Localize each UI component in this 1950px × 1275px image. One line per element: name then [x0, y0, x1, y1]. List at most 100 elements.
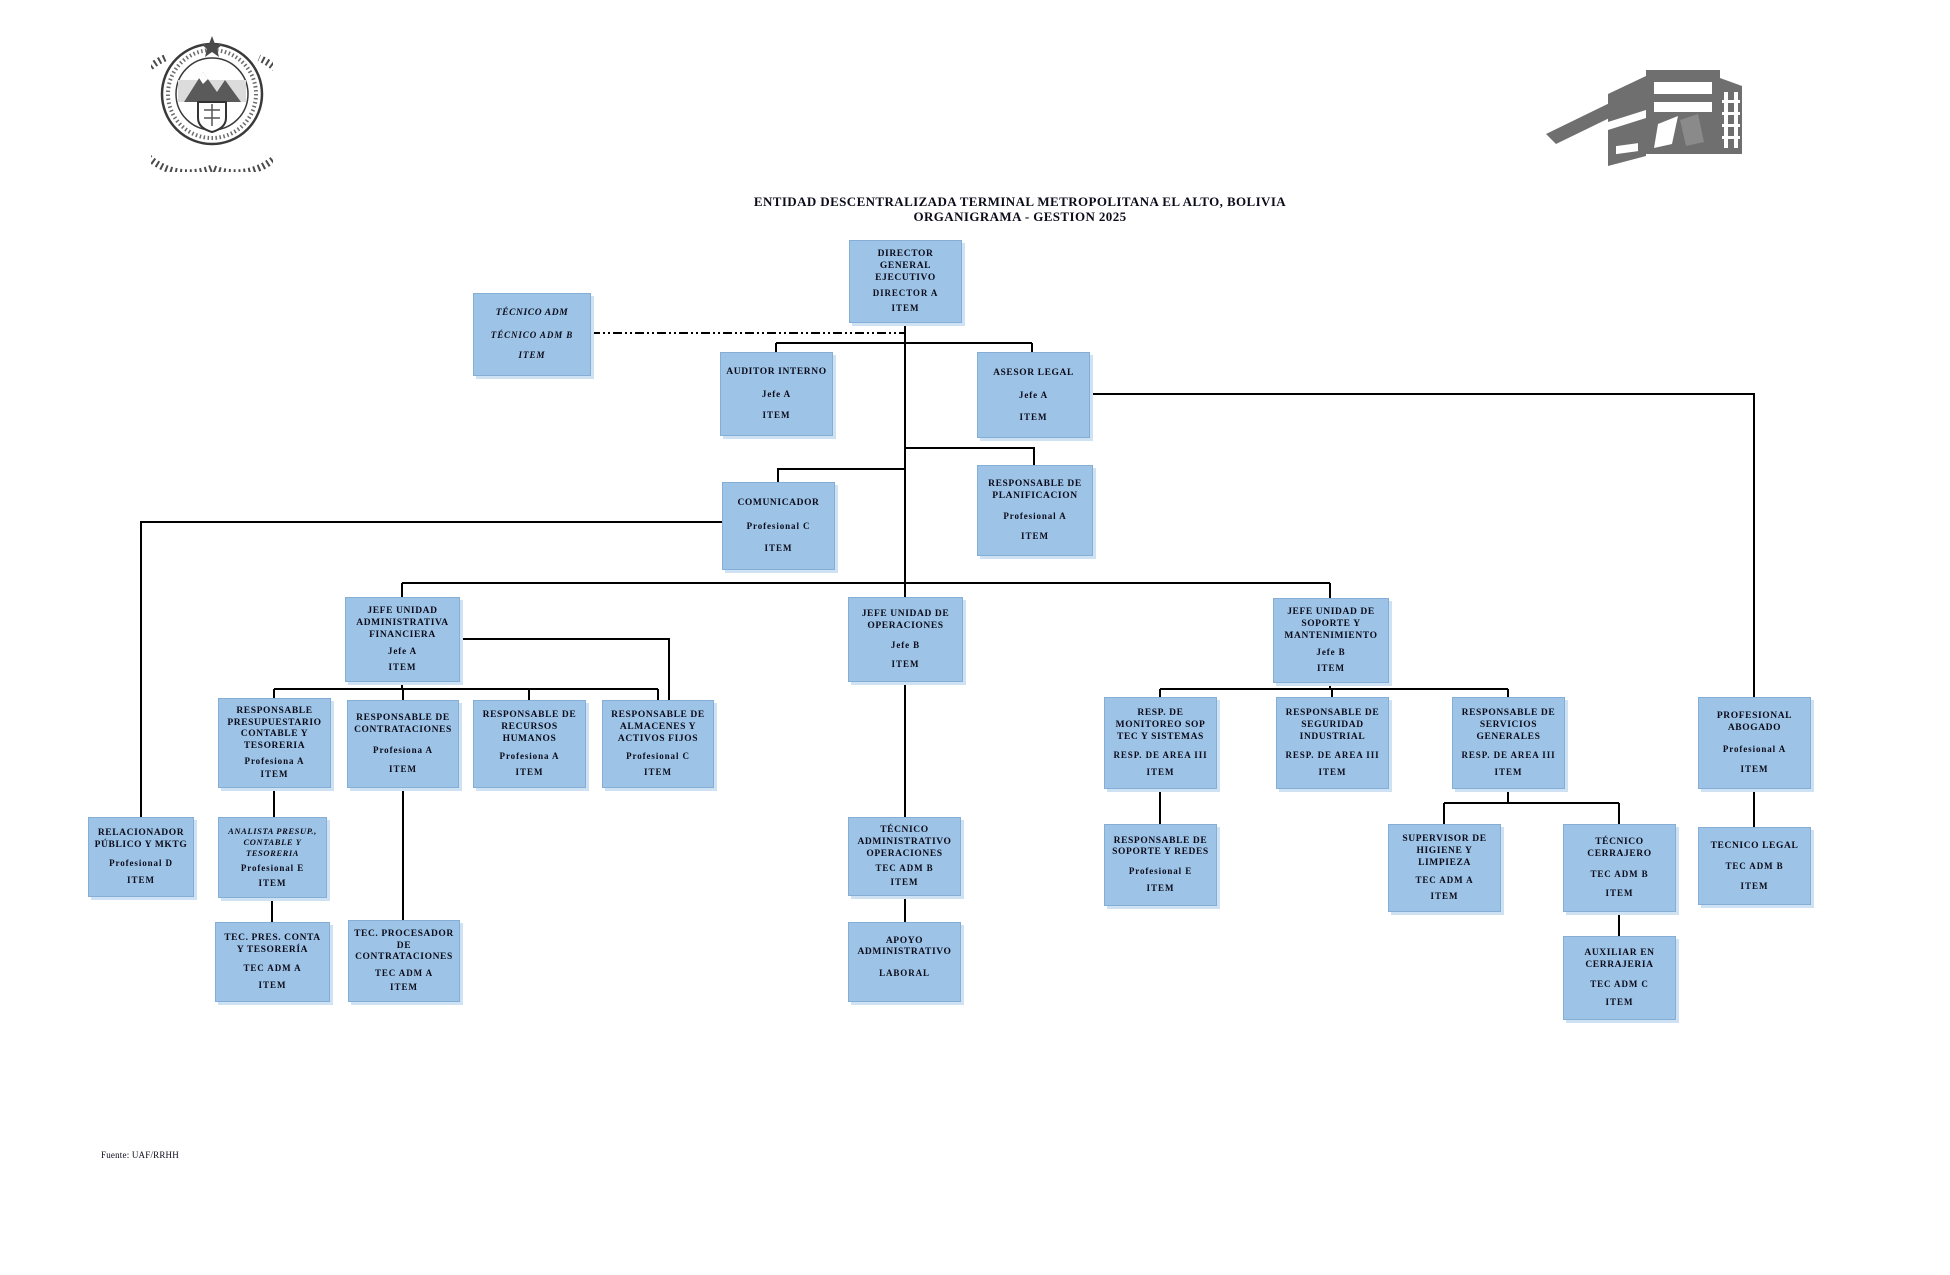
- node-item: ITEM: [1019, 411, 1048, 422]
- node-title: RESP. DE MONITOREO SOP TEC Y SISTEMAS: [1115, 708, 1206, 742]
- org-node-resp-monitoreo-sop-tec-sistemas: RESP. DE MONITOREO SOP TEC Y SISTEMAS RE…: [1104, 697, 1217, 789]
- node-item: ITEM: [389, 982, 418, 993]
- node-item: ITEM: [1430, 890, 1459, 901]
- el-alto-coat-of-arms-icon: [151, 36, 273, 172]
- node-role: RESP. DE AREA III: [1285, 749, 1380, 760]
- node-item: ITEM: [764, 543, 793, 553]
- org-node-responsable-recursos-humanos: RESPONSABLE DE RECURSOS HUMANOS Profesio…: [473, 700, 586, 788]
- node-role: Jefe B: [1316, 647, 1346, 658]
- node-role: Profesiona A: [499, 750, 560, 761]
- org-node-comunicador: COMUNICADOR Profesional C ITEM: [722, 482, 835, 570]
- org-node-tecnico-adm: TÉCNICO ADM TÉCNICO ADM B ITEM: [473, 293, 591, 376]
- org-node-responsable-soporte-redes: RESPONSABLE DE SOPORTE Y REDES Profesion…: [1104, 824, 1217, 906]
- org-node-analista-presup-contable-tesoreria: ANALISTA PRESUP., CONTABLE Y TESORERIA P…: [218, 817, 327, 898]
- node-item: ITEM: [1740, 880, 1769, 891]
- node-item: ITEM: [388, 763, 417, 774]
- node-role: RESP. DE AREA III: [1113, 749, 1208, 760]
- org-node-jefe-unidad-operaciones: JEFE UNIDAD DE OPERACIONES Jefe B ITEM: [848, 597, 963, 682]
- org-node-tec-pres-conta-tesoreria: TEC. PRES. CONTA Y TESORERÍA TEC ADM A I…: [215, 922, 330, 1002]
- node-item: ITEM: [518, 350, 546, 361]
- org-node-auxiliar-cerrajeria: AUXILIAR EN CERRAJERIA TEC ADM C ITEM: [1563, 936, 1676, 1020]
- node-role: TEC ADM B: [875, 863, 934, 874]
- node-title: ASESOR LEGAL: [993, 367, 1074, 378]
- org-node-jefe-unidad-soporte-mantenimiento: JEFE UNIDAD DE SOPORTE Y MANTENIMIENTO J…: [1273, 598, 1389, 683]
- node-title: AUDITOR INTERNO: [726, 367, 827, 378]
- node-role: Profesional D: [109, 857, 173, 868]
- org-node-profesional-abogado: PROFESIONAL ABOGADO Profesional A ITEM: [1698, 697, 1811, 789]
- node-item: ITEM: [891, 303, 920, 314]
- org-node-jefe-unidad-administrativa-financiera: JEFE UNIDAD ADMINISTRATIVA FINANCIERA Je…: [345, 597, 460, 682]
- org-node-auditor-interno: AUDITOR INTERNO Jefe A ITEM: [720, 352, 833, 436]
- node-title: RESPONSABLE DE SERVICIOS GENERALES: [1461, 708, 1556, 742]
- node-item: ITEM: [258, 877, 287, 888]
- node-title: RESPONSABLE DE SEGURIDAD INDUSTRIAL: [1285, 708, 1380, 742]
- node-role: Jefe A: [1018, 390, 1049, 401]
- org-node-asesor-legal: ASESOR LEGAL Jefe A ITEM: [977, 352, 1090, 438]
- node-role: Profesional C: [746, 521, 811, 532]
- node-title: RESPONSABLE DE ALMACENES Y ACTIVOS FIJOS: [611, 710, 705, 744]
- node-title: APOYO ADMINISTRATIVO: [857, 935, 952, 958]
- node-title: PROFESIONAL ABOGADO: [1716, 711, 1793, 733]
- node-role: Profesional A: [1722, 743, 1787, 754]
- node-item: ITEM: [515, 766, 544, 777]
- node-item: ITEM: [891, 658, 920, 669]
- node-title: DIRECTOR GENERAL EJECUTIVO: [875, 248, 936, 283]
- org-node-responsable-seguridad-industrial: RESPONSABLE DE SEGURIDAD INDUSTRIAL RESP…: [1276, 697, 1389, 789]
- org-node-tecnico-cerrajero: TÉCNICO CERRAJERO TEC ADM B ITEM: [1563, 824, 1676, 912]
- node-item: ITEM: [1146, 883, 1175, 894]
- node-item: ITEM: [1494, 766, 1523, 777]
- node-title: RESPONSABLE DE RECURSOS HUMANOS: [482, 710, 577, 744]
- org-node-director-general-ejecutivo: DIRECTOR GENERAL EJECUTIVO DIRECTOR A IT…: [849, 240, 962, 323]
- node-role: LABORAL: [879, 967, 930, 978]
- node-title: RESPONSABLE PRESUPUESTARIO CONTABLE Y TE…: [227, 705, 322, 752]
- node-role: Jefe A: [761, 389, 792, 400]
- node-item: ITEM: [388, 661, 417, 672]
- node-item: ITEM: [1020, 531, 1049, 542]
- node-item: ITEM: [890, 877, 919, 888]
- org-node-tec-procesador-contrataciones: TEC. PROCESADOR DE CONTRATACIONES TEC AD…: [348, 920, 460, 1002]
- node-role: Profesiona A: [244, 755, 305, 766]
- node-role: Profesional E: [1128, 865, 1193, 876]
- org-node-responsable-servicios-generales: RESPONSABLE DE SERVICIOS GENERALES RESP.…: [1452, 697, 1565, 789]
- node-role: TEC ADM B: [1725, 861, 1784, 872]
- node-title: JEFE UNIDAD DE SOPORTE Y MANTENIMIENTO: [1284, 607, 1378, 642]
- terminal-building-icon: [1546, 70, 1742, 166]
- org-node-responsable-contrataciones: RESPONSABLE DE CONTRATACIONES Profesiona…: [347, 700, 459, 788]
- chart-title-line1: ENTIDAD DESCENTRALIZADA TERMINAL METROPO…: [753, 194, 1287, 209]
- node-title: TECNICO LEGAL: [1710, 840, 1799, 851]
- node-item: ITEM: [258, 979, 287, 990]
- node-item: ITEM: [1740, 763, 1769, 774]
- org-node-responsable-almacenes-activos-fijos: RESPONSABLE DE ALMACENES Y ACTIVOS FIJOS…: [602, 700, 714, 788]
- node-title: TÉCNICO ADM: [495, 307, 569, 318]
- node-role: TEC ADM C: [1590, 978, 1649, 989]
- chart-title-line2: ORGANIGRAMA - GESTION 2025: [913, 209, 1127, 225]
- node-title: ANALISTA PRESUP., CONTABLE Y TESORERIA: [228, 826, 317, 858]
- node-role: Jefe A: [387, 646, 418, 657]
- node-title: COMUNICADOR: [737, 498, 820, 509]
- node-item: ITEM: [1318, 766, 1347, 777]
- node-title: RESPONSABLE DE PLANIFICACION: [988, 478, 1082, 501]
- node-item: ITEM: [126, 874, 155, 885]
- node-role: TEC ADM A: [243, 962, 302, 973]
- node-role: TEC ADM A: [374, 967, 434, 978]
- org-node-tecnico-administrativo-operaciones: TÉCNICO ADMINISTRATIVO OPERACIONES TEC A…: [848, 817, 961, 896]
- node-item: ITEM: [260, 769, 289, 780]
- node-role: TEC ADM A: [1415, 874, 1474, 885]
- node-title: AUXILIAR EN CERRAJERIA: [1584, 948, 1655, 970]
- node-item: ITEM: [1316, 662, 1345, 673]
- node-role: Profesional C: [626, 750, 690, 761]
- org-node-relacionador-publico-mktg: RELACIONADOR PÚBLICO Y MKTG Profesional …: [88, 817, 194, 897]
- node-title: TÉCNICO CERRAJERO: [1587, 837, 1652, 859]
- org-node-supervisor-higiene-limpieza: SUPERVISOR DE HIGIENE Y LIMPIEZA TEC ADM…: [1388, 824, 1501, 912]
- node-role: DIRECTOR A: [872, 288, 939, 299]
- node-role: RESP. DE AREA III: [1461, 749, 1556, 760]
- chart-title: ENTIDAD DESCENTRALIZADA TERMINAL METROPO…: [620, 194, 1420, 225]
- node-role: TÉCNICO ADM B: [490, 329, 574, 340]
- node-item: ITEM: [643, 766, 672, 777]
- node-title: RESPONSABLE DE CONTRATACIONES: [354, 713, 452, 735]
- org-node-apoyo-administrativo: APOYO ADMINISTRATIVO LABORAL: [848, 922, 961, 1002]
- org-node-responsable-presupuestario-contable-tesoreria: RESPONSABLE PRESUPUESTARIO CONTABLE Y TE…: [218, 698, 331, 788]
- node-title: SUPERVISOR DE HIGIENE Y LIMPIEZA: [1402, 834, 1487, 868]
- node-item: ITEM: [1146, 766, 1175, 777]
